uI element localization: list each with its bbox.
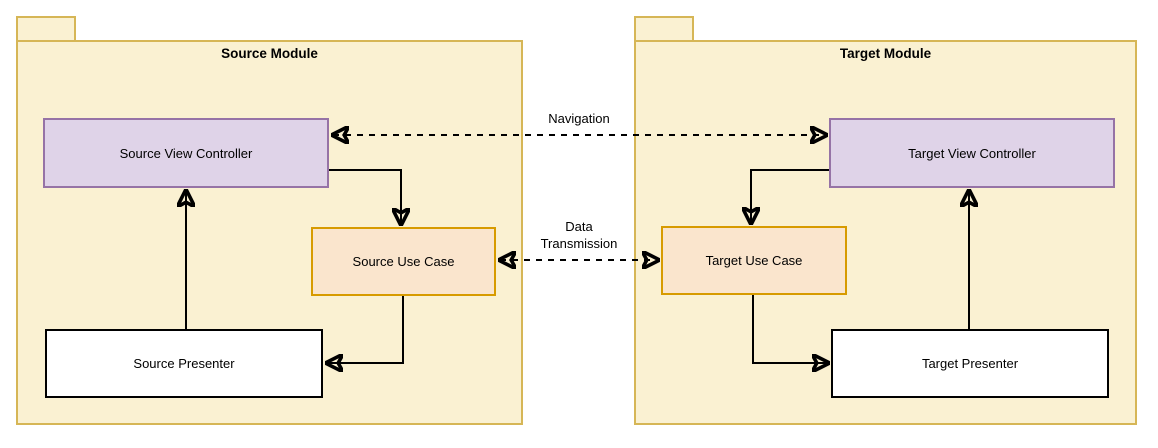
target-view-controller-node: Target View Controller xyxy=(829,118,1115,188)
source-view-controller-node: Source View Controller xyxy=(43,118,329,188)
target-use-case-node: Target Use Case xyxy=(661,226,847,295)
source-presenter-label: Source Presenter xyxy=(133,356,235,371)
target-view-controller-label: Target View Controller xyxy=(908,145,1036,161)
target-use-case-label: Target Use Case xyxy=(705,253,803,268)
source-view-controller-label: Source View Controller xyxy=(119,145,253,161)
target-module-tab xyxy=(634,16,694,42)
data-transmission-edge-label: Data Transmission xyxy=(529,219,629,253)
navigation-edge-label: Navigation xyxy=(546,111,612,128)
target-presenter-label: Target Presenter xyxy=(921,356,1019,371)
target-module-title: Target Module xyxy=(839,46,932,61)
source-module-title: Source Module xyxy=(221,46,318,61)
source-module-tab xyxy=(16,16,76,42)
source-use-case-label: Source Use Case xyxy=(352,254,455,269)
source-use-case-node: Source Use Case xyxy=(311,227,496,296)
target-presenter-node: Target Presenter xyxy=(831,329,1109,398)
source-presenter-node: Source Presenter xyxy=(45,329,323,398)
